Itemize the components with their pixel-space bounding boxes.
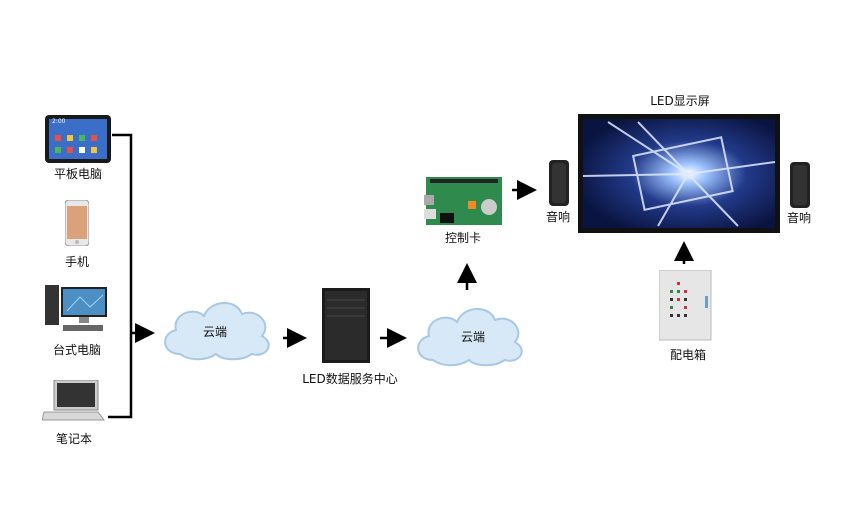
speaker-left-label: 音响 [545, 210, 571, 224]
cloud-1-label: 云端 [202, 325, 228, 339]
tablet-label: 平板电脑 [53, 167, 103, 181]
speaker-icon [549, 160, 569, 206]
display-label: LED显示屏 [650, 94, 710, 108]
led-display-icon [578, 114, 780, 233]
phone-label: 手机 [64, 255, 90, 269]
laptop-label: 笔记本 [55, 432, 93, 446]
tablet-screen-time: 2:00 [52, 118, 66, 125]
cloud-2-label: 云端 [460, 330, 486, 344]
cloud-icon [164, 302, 270, 361]
desktop-label: 台式电脑 [52, 343, 102, 357]
server-icon [322, 288, 370, 363]
control-card-icon [424, 177, 502, 225]
control-card-label: 控制卡 [444, 231, 482, 245]
speaker-right-label: 音响 [786, 211, 812, 225]
speaker-icon [790, 162, 810, 208]
bracket-line [108, 133, 133, 419]
cloud-icon [417, 308, 523, 367]
phone-icon [65, 200, 89, 246]
desktop-icon [45, 285, 107, 331]
tablet-icon [45, 115, 111, 163]
server-label: LED数据服务中心 [302, 372, 398, 386]
laptop-icon [42, 380, 105, 421]
power-box-icon [659, 270, 712, 341]
power-box-label: 配电箱 [669, 348, 707, 362]
